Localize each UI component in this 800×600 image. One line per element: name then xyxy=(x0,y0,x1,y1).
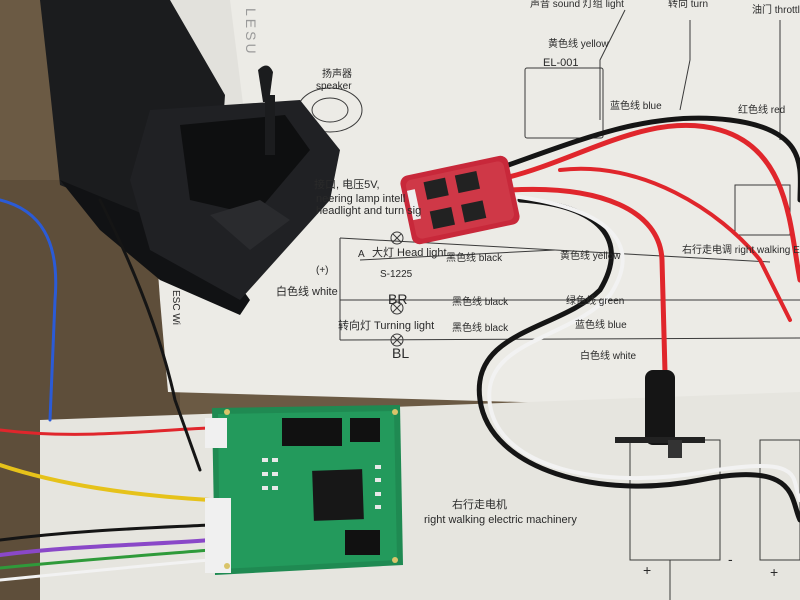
bl-label: BL xyxy=(392,345,410,361)
power-switch xyxy=(615,370,705,458)
s1225-label: S-1225 xyxy=(380,269,413,280)
red-top-label: 红色线 red xyxy=(738,105,786,116)
blue-line-label: 蓝色线 blue xyxy=(575,320,627,331)
headlight-turn-label: headlight and turn sig xyxy=(316,205,422,217)
plus-terminal-2: + xyxy=(770,564,779,580)
mcu-chip xyxy=(312,469,364,521)
speaker-en: speaker xyxy=(316,81,352,92)
white-left-label: 白色线 white xyxy=(276,286,338,298)
esc-side-label: ESC Wi xyxy=(170,290,181,325)
black-wire-top xyxy=(497,115,800,203)
right-walking-esc-label: 右行走电调 right walking EC xyxy=(682,245,800,256)
yellow-top-label: 黄色线 yellow xyxy=(548,39,609,50)
plus-sign: (+) xyxy=(316,265,329,276)
lamp-label: neering lamp intell xyxy=(316,193,406,205)
interface-label: 接口, 电压5V, xyxy=(314,179,380,191)
plus-terminal-1: + xyxy=(643,562,652,578)
letter-a: A xyxy=(358,249,365,260)
red-wire-top xyxy=(502,122,800,283)
yellow-right-label: 黄色线 yellow xyxy=(560,251,621,262)
battery-box xyxy=(40,0,340,315)
blue-top-label: 蓝色线 blue xyxy=(610,101,662,112)
green-line-label: 绿色线 green xyxy=(566,296,625,307)
turn-header: 转向 turn xyxy=(668,0,709,10)
white-wire-loop xyxy=(487,194,800,502)
speaker-cn: 扬声器 xyxy=(322,69,352,80)
black-wire-loop xyxy=(476,197,800,523)
throttle-header: 油门 throttle xyxy=(752,5,800,16)
green-main-board xyxy=(205,405,403,575)
red-wire-loop xyxy=(507,186,668,375)
black-line-2: 黑色线 black xyxy=(452,297,509,308)
sound-light-header: 声音 sound 灯组 light xyxy=(530,0,624,10)
board-name: EL-001 xyxy=(543,57,579,69)
motor-cn: 右行走电机 xyxy=(452,499,507,511)
yellow-wire xyxy=(0,463,212,502)
turning-light-label: 转向灯 Turning light xyxy=(338,320,435,332)
red-wire-right xyxy=(558,166,792,322)
lamp-symbols xyxy=(390,231,404,347)
motor-en: right walking electric machinery xyxy=(424,514,577,526)
white-right-label: 白色线 white xyxy=(580,351,637,362)
lesu-logo: LESU xyxy=(243,8,259,57)
red-wire-left xyxy=(0,426,212,436)
minus-terminal-1: - xyxy=(728,551,733,567)
black-line-3: 黑色线 black xyxy=(452,323,509,334)
br-label: BR xyxy=(388,291,408,307)
blue-wire xyxy=(0,198,58,422)
ribbon-wires xyxy=(0,538,212,557)
red-controller-board xyxy=(400,155,520,245)
headlight-label: 大灯 Head light xyxy=(372,247,447,259)
black-line-1: 黑色线 black xyxy=(446,253,503,264)
black-wire-left xyxy=(98,198,202,472)
